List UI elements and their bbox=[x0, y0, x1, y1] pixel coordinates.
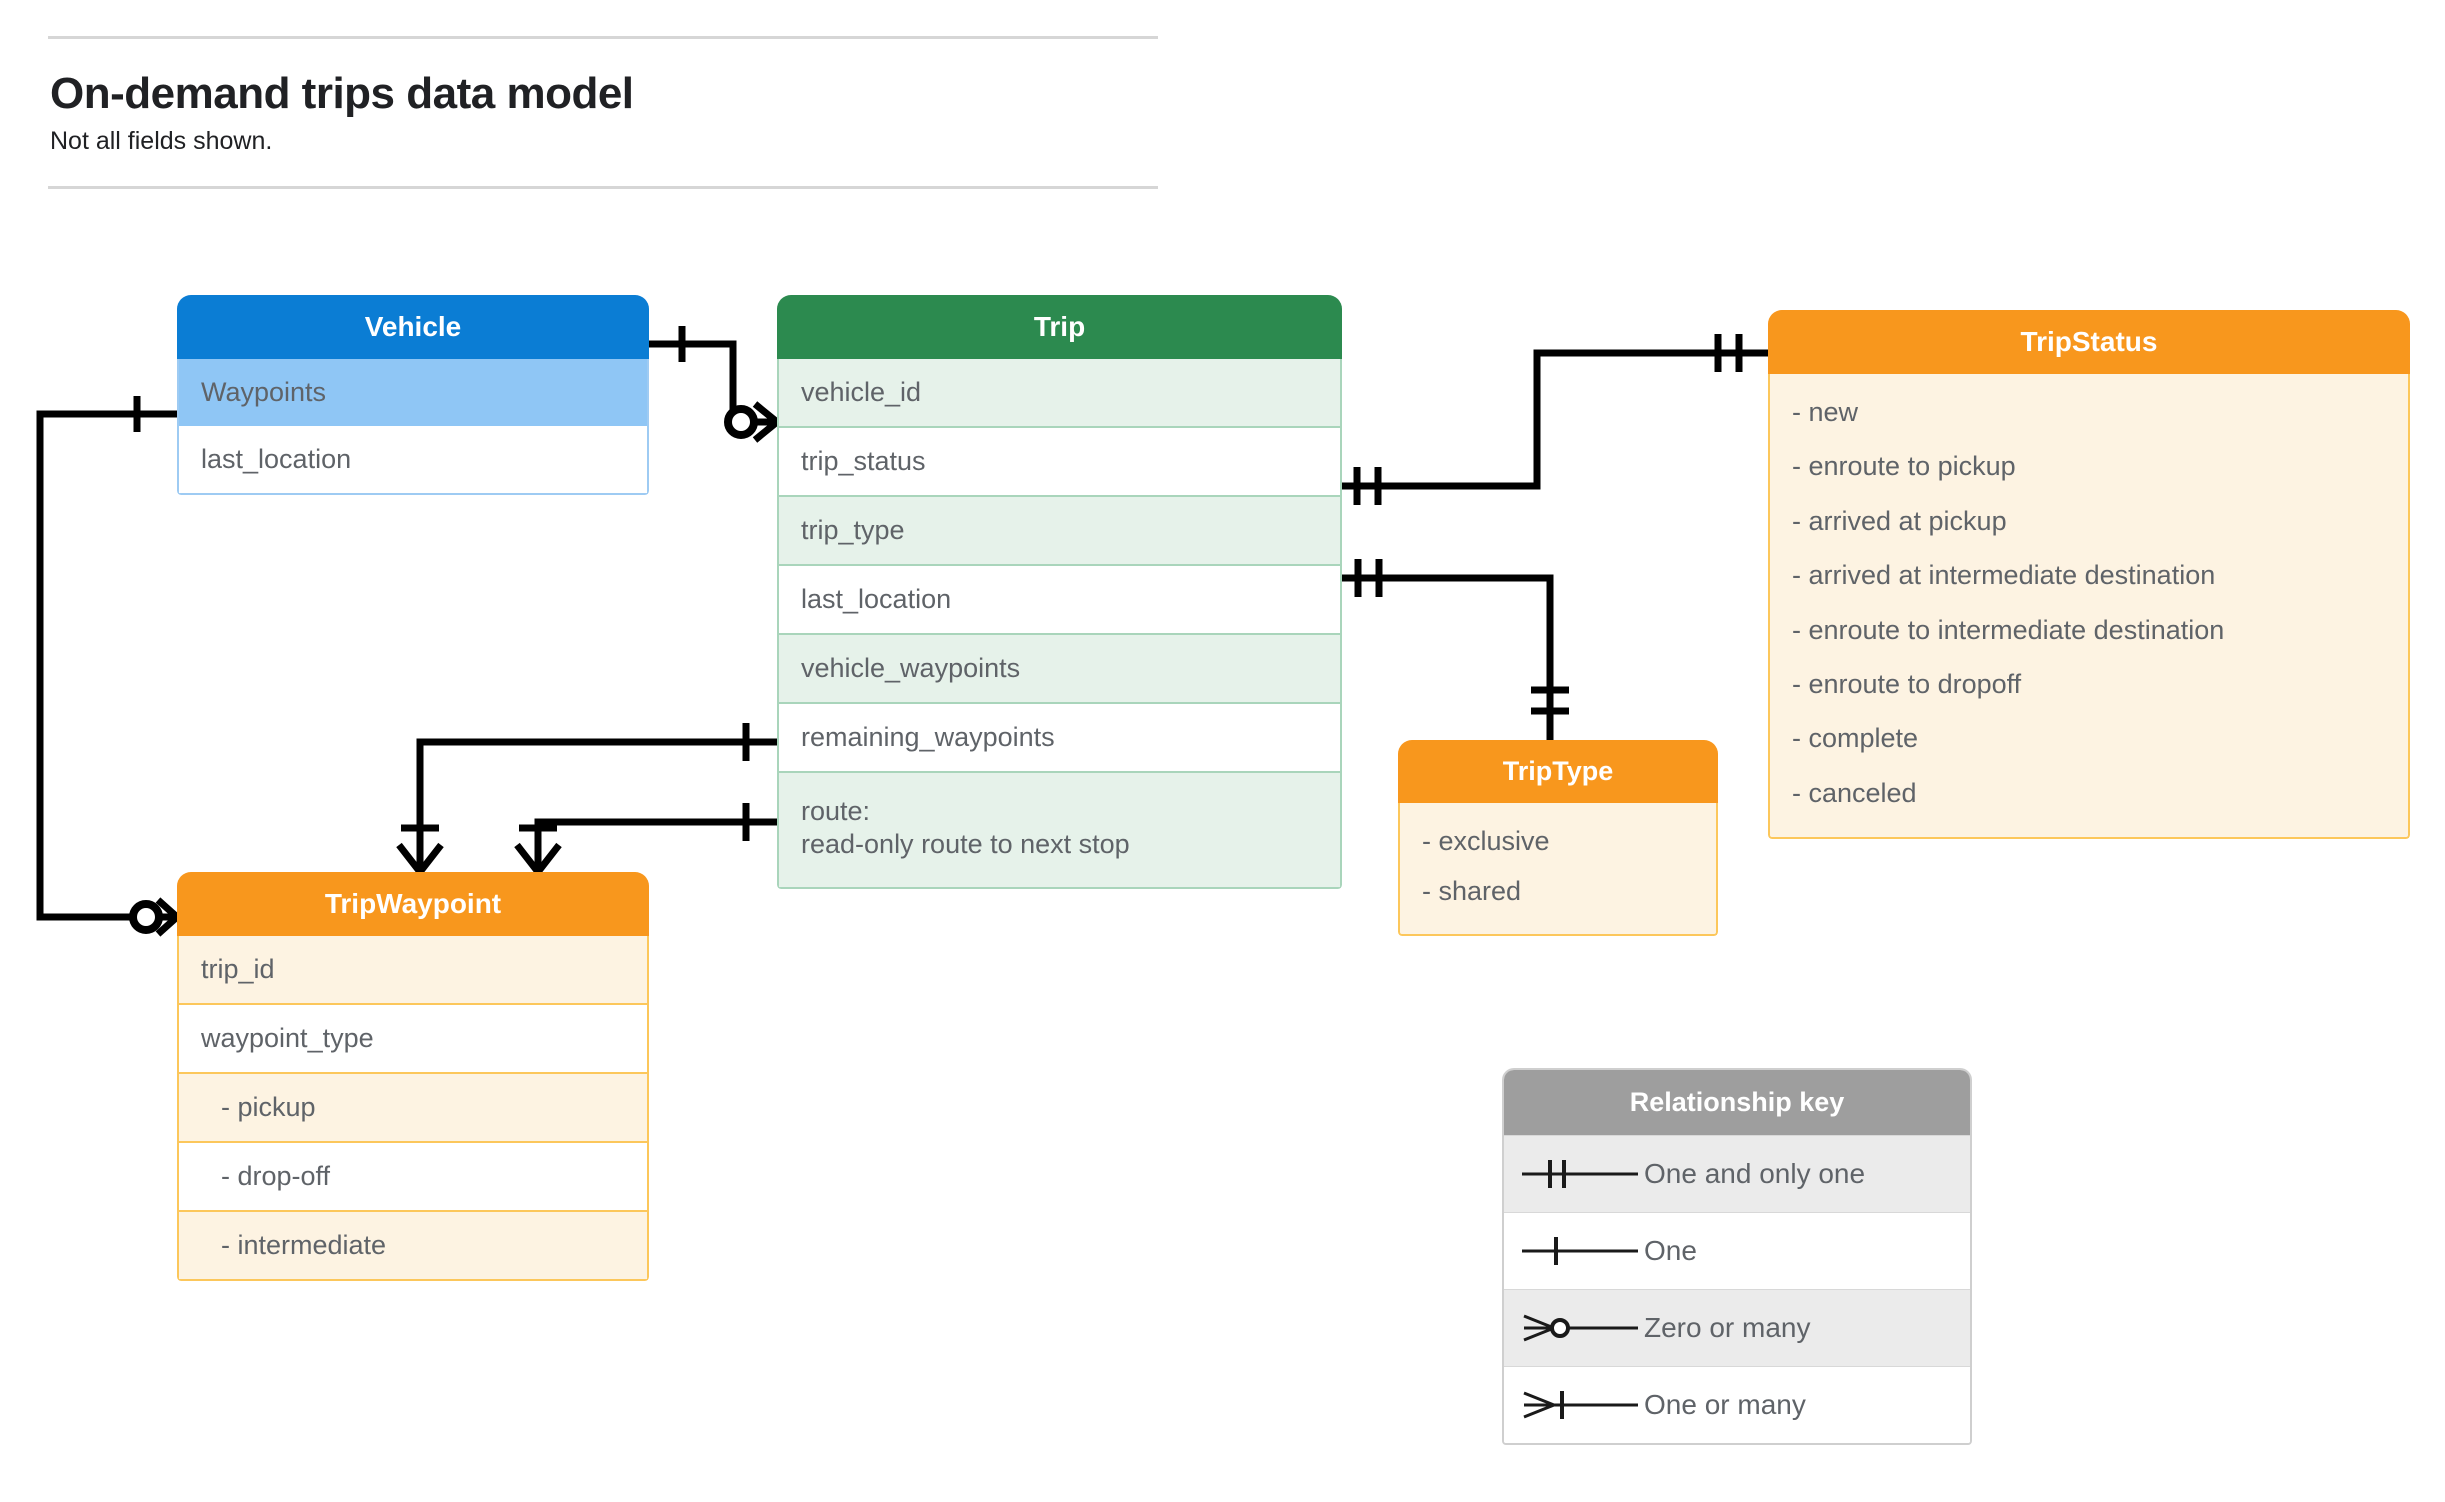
field-row[interactable]: last_location bbox=[179, 425, 647, 493]
legend-label: One and only one bbox=[1644, 1158, 1866, 1189]
field-row[interactable]: - drop-off bbox=[179, 1140, 647, 1210]
legend-label: One or many bbox=[1644, 1389, 1806, 1420]
header-divider-bottom bbox=[48, 186, 1158, 189]
enum-value: - shared bbox=[1422, 876, 1522, 907]
legend-row: One or many bbox=[1504, 1366, 1970, 1443]
enum-value: - enroute to intermediate destination bbox=[1792, 614, 2225, 645]
entity-triptype[interactable]: TripType - exclusive - shared bbox=[1398, 740, 1718, 936]
enum-value: - arrived at intermediate destination bbox=[1792, 560, 2216, 591]
connector-remainingwaypoints-tripwaypoint bbox=[534, 818, 777, 872]
connector-trip-triptype bbox=[1342, 574, 1554, 740]
field-row[interactable]: last_location bbox=[779, 563, 1340, 633]
field-row[interactable]: Waypoints bbox=[179, 359, 647, 426]
entity-vehicle-title: Vehicle bbox=[177, 295, 649, 359]
one-and-only-one-icon bbox=[1504, 1154, 1644, 1194]
legend-label: Zero or many bbox=[1644, 1312, 1811, 1343]
connector-vehicle-trip bbox=[649, 340, 777, 426]
field-row[interactable]: trip_type bbox=[779, 494, 1340, 564]
entity-tripstatus-values: - new - enroute to pickup - arrived at p… bbox=[1768, 374, 2410, 840]
field-row-route[interactable]: route: read-only route to next stop bbox=[779, 770, 1340, 887]
entity-tripstatus-title: TripStatus bbox=[1768, 310, 2410, 374]
field-row[interactable]: vehicle_id bbox=[779, 359, 1340, 426]
legend-label: One bbox=[1644, 1235, 1697, 1266]
entity-vehicle-fields: Waypoints last_location bbox=[177, 359, 649, 495]
legend-row: Zero or many bbox=[1504, 1289, 1970, 1366]
enum-value: - canceled bbox=[1792, 777, 1917, 808]
connector-vehiclewaypoints-tripwaypoint bbox=[416, 738, 777, 872]
entity-triptype-title: TripType bbox=[1398, 740, 1718, 803]
enum-value: - exclusive bbox=[1422, 826, 1550, 856]
entity-tripwaypoint-title: TripWaypoint bbox=[177, 872, 649, 936]
connector-trip-tripstatus bbox=[1342, 349, 1768, 490]
page-title: On-demand trips data model bbox=[50, 69, 634, 118]
legend-row: One and only one bbox=[1504, 1135, 1970, 1212]
field-row[interactable]: waypoint_type bbox=[179, 1002, 647, 1072]
entity-triptype-values: - exclusive - shared bbox=[1398, 803, 1718, 936]
entity-tripstatus[interactable]: TripStatus - new - enroute to pickup - a… bbox=[1768, 310, 2410, 840]
entity-trip[interactable]: Trip vehicle_id trip_status trip_type la… bbox=[777, 295, 1342, 889]
relationship-key-title: Relationship key bbox=[1504, 1070, 1970, 1135]
field-row[interactable]: vehicle_waypoints bbox=[779, 632, 1340, 702]
header-divider-top bbox=[48, 36, 1158, 39]
entity-trip-fields: vehicle_id trip_status trip_type last_lo… bbox=[777, 359, 1342, 889]
document-header: On-demand trips data model Not all field… bbox=[48, 36, 1158, 189]
enum-value: - complete bbox=[1792, 723, 1919, 754]
field-row[interactable]: trip_id bbox=[179, 936, 647, 1003]
connector-vehicle-tripwaypoint bbox=[36, 410, 177, 921]
one-icon bbox=[1504, 1231, 1644, 1271]
zero-or-many-icon bbox=[1504, 1308, 1644, 1348]
enum-value: - arrived at pickup bbox=[1792, 505, 2007, 536]
one-or-many-icon bbox=[1504, 1385, 1644, 1425]
entity-trip-title: Trip bbox=[777, 295, 1342, 359]
field-row[interactable]: remaining_waypoints bbox=[779, 701, 1340, 771]
relationship-key-legend: Relationship key One and only one One bbox=[1502, 1068, 1972, 1445]
field-route-description: read-only route to next stop bbox=[801, 828, 1130, 859]
field-row[interactable]: - pickup bbox=[179, 1071, 647, 1141]
enum-value: - new bbox=[1792, 397, 1859, 427]
entity-vehicle[interactable]: Vehicle Waypoints last_location bbox=[177, 295, 649, 495]
field-row[interactable]: trip_status bbox=[779, 425, 1340, 495]
entity-tripwaypoint[interactable]: TripWaypoint trip_id waypoint_type - pic… bbox=[177, 872, 649, 1281]
entity-tripwaypoint-fields: trip_id waypoint_type - pickup - drop-of… bbox=[177, 936, 649, 1281]
legend-row: One bbox=[1504, 1212, 1970, 1289]
field-row[interactable]: - intermediate bbox=[179, 1209, 647, 1279]
field-route-label: route: bbox=[801, 795, 871, 826]
page-subtitle: Not all fields shown. bbox=[50, 127, 273, 155]
enum-value: - enroute to pickup bbox=[1792, 451, 2016, 482]
enum-value: - enroute to dropoff bbox=[1792, 668, 2022, 699]
